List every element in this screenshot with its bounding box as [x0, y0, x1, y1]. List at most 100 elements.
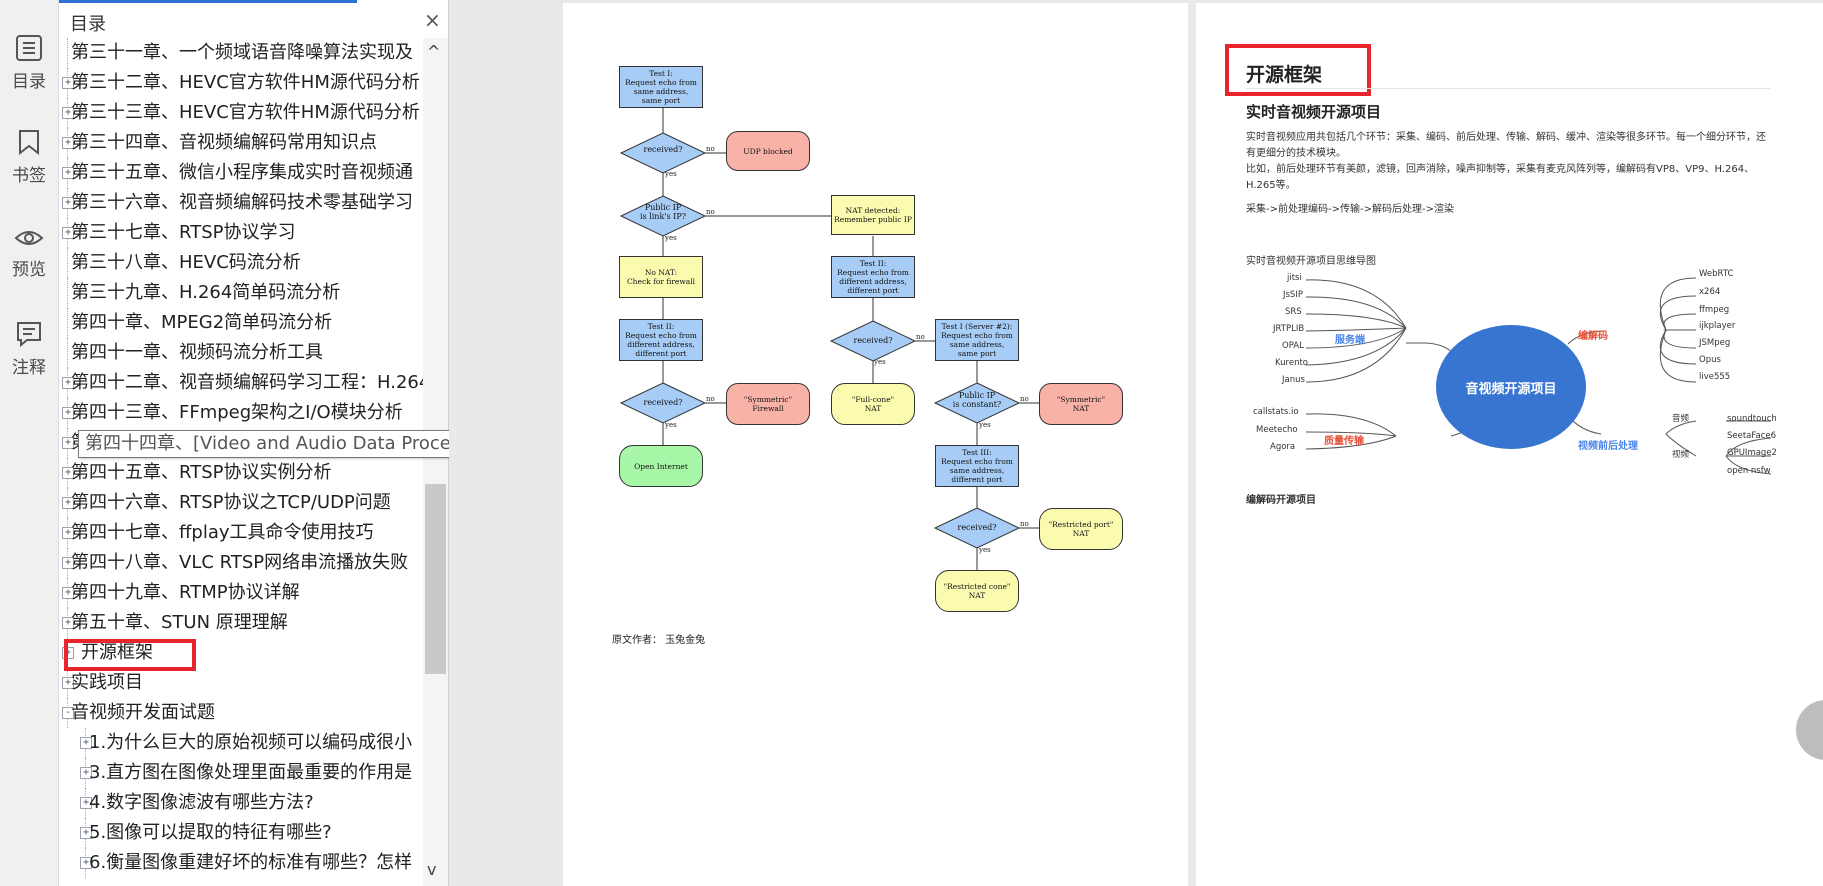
toc-item[interactable]: +3.直方图在图像处理里面最重要的作用是: [59, 758, 423, 788]
eye-icon: [0, 226, 58, 250]
mindmap-center: 音视频开源项目: [1436, 325, 1586, 449]
toc-item[interactable]: +第三十七章、RTSP协议学习: [59, 218, 423, 248]
page-title: 开源框架: [1246, 64, 1323, 86]
expand-icon[interactable]: +: [62, 527, 74, 539]
expand-icon[interactable]: +: [80, 857, 92, 869]
rail-preview[interactable]: 预览: [0, 226, 58, 280]
toc-scrollbar[interactable]: [423, 38, 448, 886]
mindmap-leaf: ijkplayer: [1699, 321, 1736, 331]
toc-item-label: 4.数字图像滤波有哪些方法?: [89, 792, 314, 813]
expand-icon[interactable]: +: [80, 767, 92, 779]
toc-item[interactable]: +第四十九章、RTMP协议详解: [59, 578, 423, 608]
toc-item[interactable]: +第三十二章、HEVC官方软件HM源代码分析: [59, 68, 423, 98]
expand-icon[interactable]: +: [62, 437, 74, 449]
toc-item[interactable]: +第五十章、STUN 原理理解: [59, 608, 423, 638]
fc-received-1: received?: [643, 145, 683, 154]
expand-icon[interactable]: +: [62, 467, 74, 479]
rail-annotation[interactable]: 注释: [0, 320, 58, 378]
mindmap-leaf: callstats.io: [1253, 407, 1299, 417]
expand-icon[interactable]: +: [62, 77, 74, 89]
rail-toc[interactable]: 目录: [0, 34, 58, 92]
expand-icon[interactable]: +: [62, 617, 74, 629]
expand-icon[interactable]: +: [62, 227, 74, 239]
toc-item[interactable]: +第三十三章、HEVC官方软件HM源代码分析: [59, 98, 423, 128]
fc-yes-label: yes: [665, 421, 677, 429]
fc-no-label: no: [706, 145, 715, 153]
mindmap-leaf: x264: [1699, 287, 1721, 297]
toc-item[interactable]: +第三十四章、音视频编解码常用知识点: [59, 128, 423, 158]
expand-icon[interactable]: +: [62, 167, 74, 179]
expand-icon[interactable]: +: [62, 377, 74, 389]
mindmap-leaf: open nsfw: [1727, 466, 1771, 476]
expand-icon[interactable]: +: [62, 677, 74, 689]
mindmap-leaf: GPUImage2: [1727, 448, 1777, 458]
toc-item-label: 第三十六章、视音频编解码技术零基础学习: [71, 192, 413, 213]
subsection-heading: 编解码开源项目: [1246, 495, 1316, 506]
expand-icon[interactable]: +: [62, 407, 74, 419]
toc-item[interactable]: +5.图像可以提取的特征有哪些?: [59, 818, 423, 848]
fc-public-ip-constant: Public IP is constant?: [952, 391, 1002, 409]
scrollbar-thumb[interactable]: [425, 484, 446, 674]
toc-item-label: 第三十二章、HEVC官方软件HM源代码分析: [71, 72, 420, 93]
fc-udp-blocked: UDP blocked: [726, 131, 810, 171]
mindmap-audio-label: 音频: [1672, 414, 1690, 424]
tree-line: [67, 38, 68, 68]
toc-item[interactable]: +第四十七章、ffplay工具命令使用技巧: [59, 518, 423, 548]
close-icon[interactable]: ×: [424, 8, 441, 32]
toc-item[interactable]: +第四十八章、VLC RTSP网络串流播放失败: [59, 548, 423, 578]
chevron-down-icon[interactable]: v: [427, 860, 437, 879]
toc-item[interactable]: +第四十二章、视音频编解码学习工程：H.264: [59, 368, 423, 398]
section-heading: 实时音视频开源项目: [1246, 103, 1382, 121]
mindmap-caption: 实时音视频开源项目思维导图: [1246, 256, 1376, 267]
expand-icon[interactable]: +: [62, 557, 74, 569]
mindmap-leaf: SRS: [1285, 307, 1302, 317]
toc-item[interactable]: -音视频开发面试题: [59, 698, 423, 728]
paragraph-3: 采集->前处理编码->传输->解码后处理->渲染: [1246, 204, 1454, 215]
toc-item[interactable]: +1.为什么巨大的原始视频可以编码成很小: [59, 728, 423, 758]
toc-item[interactable]: 第四十一章、视频码流分析工具: [59, 338, 423, 368]
toc-item-label: 第三十八章、HEVC码流分析: [71, 252, 301, 273]
toc-item[interactable]: +第三十五章、微信小程序集成实时音视频通: [59, 158, 423, 188]
paragraph-1: 实时音视频应用共包括几个环节：采集、编码、前后处理、传输、解码、缓冲、渲染等很多…: [1246, 132, 1766, 159]
rail-preview-label: 预览: [12, 260, 46, 280]
fc-symmetric-firewall: "Symmetric" Firewall: [726, 383, 810, 425]
toc-item[interactable]: 第四十章、MPEG2简单码流分析: [59, 308, 423, 338]
expand-icon[interactable]: +: [80, 737, 92, 749]
toc-item[interactable]: +实践项目: [59, 668, 423, 698]
mindmap-branch-server: 服务端: [1335, 335, 1365, 346]
toc-item-label: 第四十六章、RTSP协议之TCP/UDP问题: [71, 492, 391, 513]
toc-item-label: 6.衡量图像重建好坏的标准有哪些？怎样: [89, 852, 413, 873]
toc-item[interactable]: +第四十六章、RTSP协议之TCP/UDP问题: [59, 488, 423, 518]
fc-restricted-port: "Restricted port" NAT: [1039, 508, 1123, 550]
toc-item[interactable]: +第四十五章、RTSP协议实例分析: [59, 458, 423, 488]
expand-icon[interactable]: +: [62, 107, 74, 119]
expand-icon[interactable]: +: [80, 797, 92, 809]
expand-icon[interactable]: +: [62, 197, 74, 209]
toc-item-label: 1.为什么巨大的原始视频可以编码成很小: [89, 732, 413, 753]
list-icon: [0, 34, 58, 62]
chevron-up-icon[interactable]: ^: [427, 42, 441, 61]
toc-title: 目录: [70, 14, 106, 35]
toc-item[interactable]: +4.数字图像滤波有哪些方法?: [59, 788, 423, 818]
toc-item[interactable]: +6.衡量图像重建好坏的标准有哪些？怎样: [59, 848, 423, 878]
expand-icon[interactable]: +: [62, 587, 74, 599]
fc-open-internet: Open Internet: [619, 445, 703, 487]
toc-item[interactable]: +第四十三章、FFmpeg架构之I/O模块分析: [59, 398, 423, 428]
rail-bookmark-label: 书签: [12, 166, 46, 186]
expand-icon[interactable]: +: [62, 497, 74, 509]
expand-icon[interactable]: +: [80, 827, 92, 839]
collapse-icon[interactable]: -: [62, 707, 74, 719]
mindmap-leaf: SeetaFace6: [1727, 431, 1777, 441]
toc-item[interactable]: 第三十一章、一个频域语音降噪算法实现及: [59, 38, 423, 68]
rail-bookmark[interactable]: 书签: [0, 128, 58, 186]
mindmap-branch-quality: 质量传输: [1324, 436, 1364, 447]
fc-full-cone: "Full-cone" NAT: [831, 383, 915, 425]
toc-highlight-box: [64, 639, 196, 671]
author-credit: 原文作者： 玉兔金兔: [612, 635, 706, 646]
toc-item[interactable]: 第三十九章、H.264简单码流分析: [59, 278, 423, 308]
toc-item-label: 第四十一章、视频码流分析工具: [71, 342, 323, 363]
tree-line: [67, 308, 68, 338]
toc-item[interactable]: 第三十八章、HEVC码流分析: [59, 248, 423, 278]
expand-icon[interactable]: +: [62, 137, 74, 149]
toc-item[interactable]: +第三十六章、视音频编解码技术零基础学习: [59, 188, 423, 218]
